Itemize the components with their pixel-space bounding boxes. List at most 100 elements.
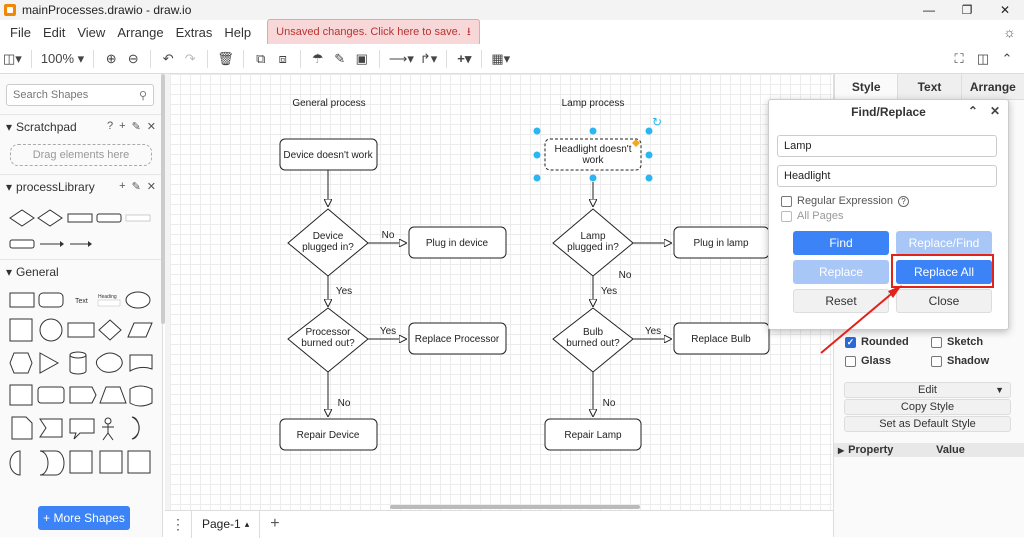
step-shape[interactable] <box>69 386 97 404</box>
find-input[interactable]: Lamp <box>777 135 997 157</box>
replace-all-button[interactable]: Replace All <box>896 260 992 284</box>
triangle-shape[interactable] <box>39 352 60 374</box>
find-button[interactable]: Find <box>793 231 889 255</box>
collapse-icon[interactable]: ⌃ <box>1001 51 1013 66</box>
menu-view[interactable]: View <box>77 24 106 40</box>
text-shape[interactable]: Text <box>75 298 88 305</box>
fill-color-icon[interactable]: ☂ <box>311 50 324 66</box>
or-shape[interactable] <box>131 416 140 440</box>
library-shape[interactable] <box>125 214 151 222</box>
add-icon[interactable]: + <box>119 180 126 192</box>
waypoints-icon[interactable]: ↱▾ <box>419 50 438 66</box>
regex-checkbox[interactable]: Regular Expression ? <box>781 195 909 207</box>
actor-shape[interactable] <box>102 417 114 441</box>
to-front-icon[interactable]: ⧉ <box>256 50 266 66</box>
format-panel-icon[interactable]: ◫ <box>976 51 990 66</box>
heading-shape[interactable]: Heading <box>97 294 121 307</box>
delete-icon[interactable]: 🗑 <box>217 50 234 66</box>
card-shape[interactable] <box>39 418 63 438</box>
zoom-out-icon[interactable]: ⊖ <box>127 50 139 66</box>
all-pages-checkbox[interactable]: All Pages <box>781 210 843 222</box>
menu-edit[interactable]: Edit <box>42 24 66 40</box>
pages-menu-icon[interactable]: ⋮ <box>171 515 185 532</box>
dialog-title-bar[interactable]: Find/Replace ⌃ ✕ <box>769 100 1008 124</box>
library-shape[interactable] <box>9 239 35 249</box>
cloud-shape[interactable] <box>95 352 123 373</box>
hexagon-shape[interactable] <box>9 352 33 374</box>
diamond-shape[interactable] <box>98 319 122 341</box>
library-header[interactable]: ▾ processLibrary + ✎ ✕ <box>0 174 162 198</box>
swimlane-shape[interactable] <box>69 450 93 474</box>
note-shape[interactable] <box>11 416 33 440</box>
more-shapes-button[interactable]: + More Shapes <box>38 506 130 530</box>
glass-checkbox[interactable]: Glass <box>845 355 891 367</box>
ellipse-shape[interactable] <box>125 291 151 309</box>
search-shapes-input[interactable]: Search Shapes ⚲ <box>6 84 154 106</box>
add-icon[interactable]: + <box>119 120 126 132</box>
shadow-icon[interactable]: ▣ <box>355 50 368 66</box>
line-color-icon[interactable]: ✎ <box>334 50 346 66</box>
document-shape[interactable] <box>129 354 153 372</box>
trapezoid-shape[interactable] <box>99 386 127 404</box>
library-shape[interactable] <box>70 241 92 247</box>
view-panels-icon[interactable]: ◫▾ <box>3 50 22 66</box>
zoom-select[interactable]: 100% ▾ <box>40 50 85 67</box>
insert-icon[interactable]: +▾ <box>457 50 472 66</box>
library-shape[interactable] <box>37 209 63 227</box>
rectangle-shape[interactable] <box>9 292 35 308</box>
chevron-right-icon[interactable]: ▶ <box>838 445 845 455</box>
zoom-in-icon[interactable]: ⊕ <box>105 50 117 66</box>
library-shape[interactable] <box>40 241 64 247</box>
callout-shape[interactable] <box>69 418 95 440</box>
menu-extras[interactable]: Extras <box>175 24 213 40</box>
tab-text[interactable]: Text <box>897 74 961 100</box>
cylinder-shape[interactable] <box>69 351 87 375</box>
square-shape[interactable] <box>9 318 33 342</box>
tab-style[interactable]: Style <box>834 74 898 100</box>
edit-icon[interactable]: ✎ <box>131 181 141 193</box>
replace-find-button[interactable]: Replace/Find <box>896 231 992 255</box>
chevron-up-icon[interactable]: ▴ <box>244 518 250 529</box>
process-shape[interactable] <box>67 322 95 338</box>
tab-arrange[interactable]: Arrange <box>960 74 1024 100</box>
tape-shape[interactable] <box>129 385 153 407</box>
general-header[interactable]: ▾ General <box>0 259 162 283</box>
half-circle-shape[interactable] <box>9 450 21 476</box>
library-shape[interactable] <box>9 209 35 227</box>
reset-button[interactable]: Reset <box>793 289 889 313</box>
rounded-checkbox[interactable]: ✓ Rounded <box>845 336 909 348</box>
page-tab[interactable]: Page-1 ▴ <box>191 510 261 538</box>
to-back-icon[interactable]: ⧈ <box>278 50 287 66</box>
undo-icon[interactable]: ↶ <box>162 50 174 66</box>
container-shape[interactable] <box>99 450 123 474</box>
unsaved-changes-button[interactable]: Unsaved changes. Click here to save. ⭳ <box>267 18 480 46</box>
restore-icon[interactable]: ❐ <box>961 3 973 17</box>
menu-arrange[interactable]: Arrange <box>117 24 164 40</box>
library-shape[interactable] <box>96 213 122 223</box>
edit-icon[interactable]: ✎ <box>131 121 141 133</box>
shadow-checkbox[interactable]: Shadow <box>931 355 989 367</box>
close-icon[interactable]: ✕ <box>146 121 156 133</box>
scratchpad-drop-zone[interactable]: Drag elements here <box>10 144 152 166</box>
scratchpad-header[interactable]: ▾ Scratchpad ? + ✎ ✕ <box>0 114 162 138</box>
set-default-style-button[interactable]: Set as Default Style <box>844 416 1011 432</box>
add-page-icon[interactable]: + <box>270 515 280 532</box>
close-icon[interactable]: ✕ <box>989 104 1000 118</box>
help-icon[interactable]: ? <box>898 195 909 207</box>
close-button[interactable]: Close <box>896 289 992 313</box>
redo-icon[interactable]: ↷ <box>184 50 196 66</box>
close-icon[interactable]: ✕ <box>999 3 1011 17</box>
frame-shape[interactable] <box>127 450 151 474</box>
menu-file[interactable]: File <box>10 24 31 40</box>
canvas-scrollbar[interactable] <box>390 505 640 509</box>
sidebar-scrollbar[interactable] <box>161 74 165 324</box>
rounded-rectangle-shape[interactable] <box>38 292 64 308</box>
collapse-icon[interactable]: ⌃ <box>967 104 978 118</box>
circle-shape[interactable] <box>39 318 63 342</box>
table-icon[interactable]: ▦▾ <box>491 50 511 66</box>
copy-style-button[interactable]: Copy Style <box>844 399 1011 415</box>
diagram-canvas[interactable] <box>170 74 832 510</box>
fullscreen-icon[interactable]: ⛶ <box>954 51 964 66</box>
sketch-checkbox[interactable]: Sketch <box>931 336 983 348</box>
delay-shape[interactable] <box>39 450 65 476</box>
